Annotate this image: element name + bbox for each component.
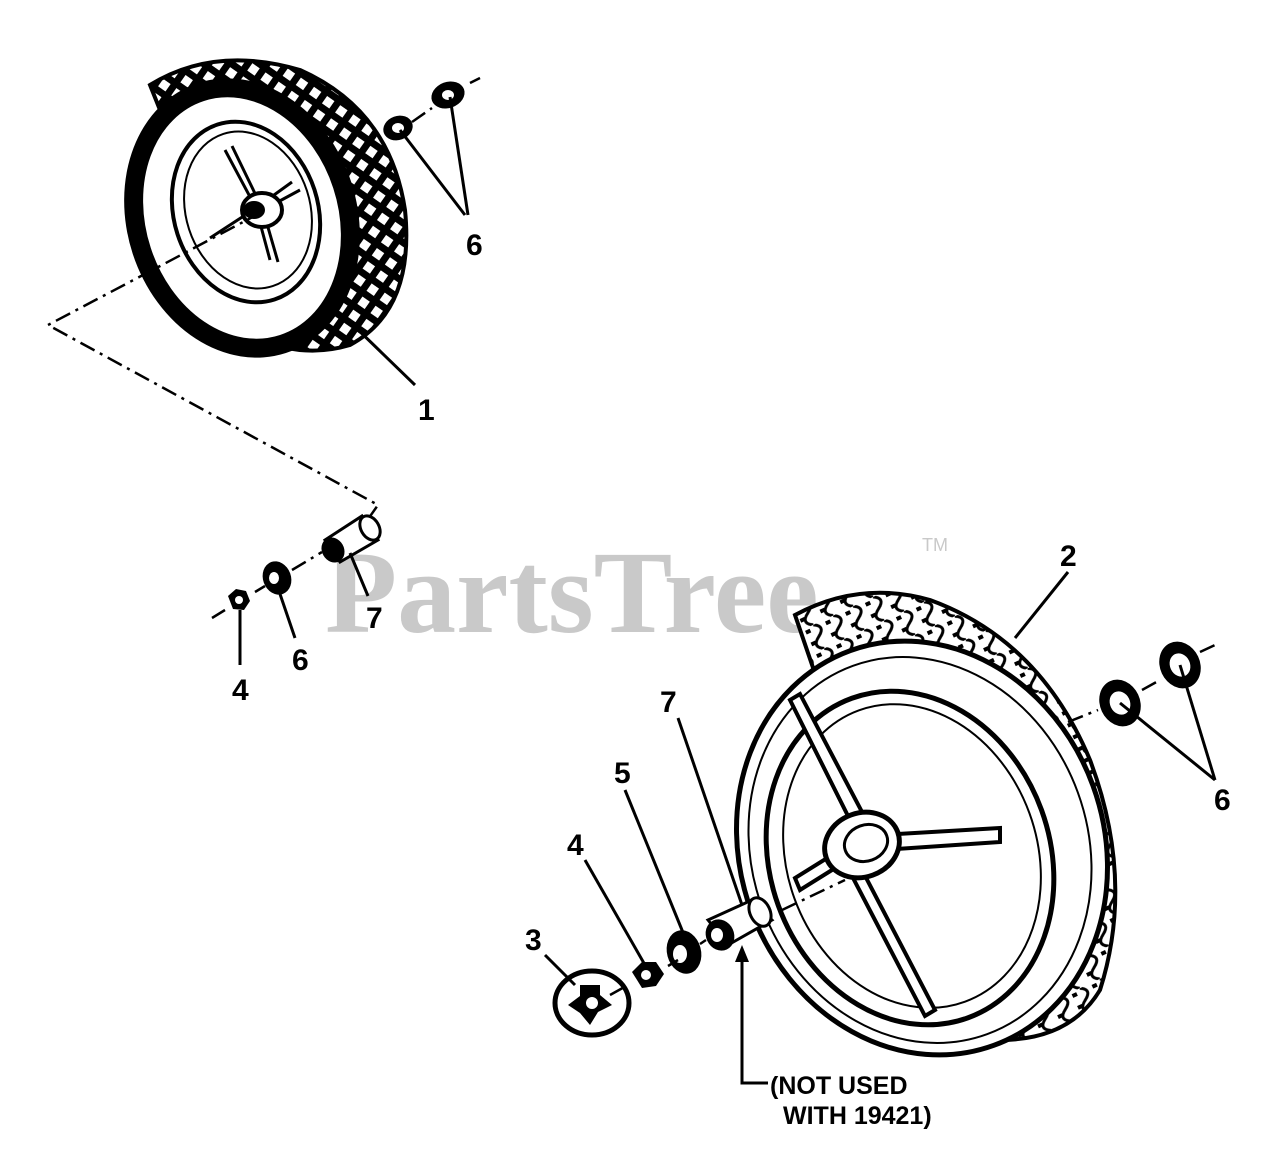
leaders-right-group [543, 571, 1217, 1085]
note-line-1: (NOT USED [770, 1072, 908, 1100]
callout-washer-left: 6 [292, 644, 309, 677]
callout-wheel-small: 1 [418, 394, 435, 427]
right-spacer [705, 896, 775, 951]
callout-washers-right: 6 [1214, 784, 1231, 817]
note-line-2: WITH 19421) [783, 1102, 932, 1130]
left-nut [228, 589, 250, 610]
callout-wheel-large: 2 [1060, 540, 1077, 573]
hubcap [552, 968, 632, 1038]
right-nut [632, 962, 664, 988]
large-wheel [734, 590, 1118, 1058]
large-wheel-washers [1099, 641, 1201, 727]
left-washer [262, 561, 292, 595]
small-axle-centerline [45, 76, 481, 523]
note-arrow [735, 945, 749, 962]
watermark-trademark: TM [922, 535, 948, 555]
callout-nut-large: 4 [567, 829, 584, 862]
callout-spacer-right: 7 [660, 686, 677, 719]
callout-spacer-left: 7 [366, 602, 383, 635]
leaders-left-group [238, 552, 370, 665]
small-wheel-washers [383, 81, 465, 141]
watermark-text: PartsTree [325, 527, 819, 658]
callout-hubcap: 3 [525, 924, 542, 957]
small-wheel [124, 58, 409, 358]
callout-nut-small: 4 [232, 674, 249, 707]
callout-washers-top: 6 [466, 229, 483, 262]
left-spacer [321, 513, 382, 564]
callout-washer-flat: 5 [614, 757, 631, 790]
leaders-small [348, 96, 470, 387]
